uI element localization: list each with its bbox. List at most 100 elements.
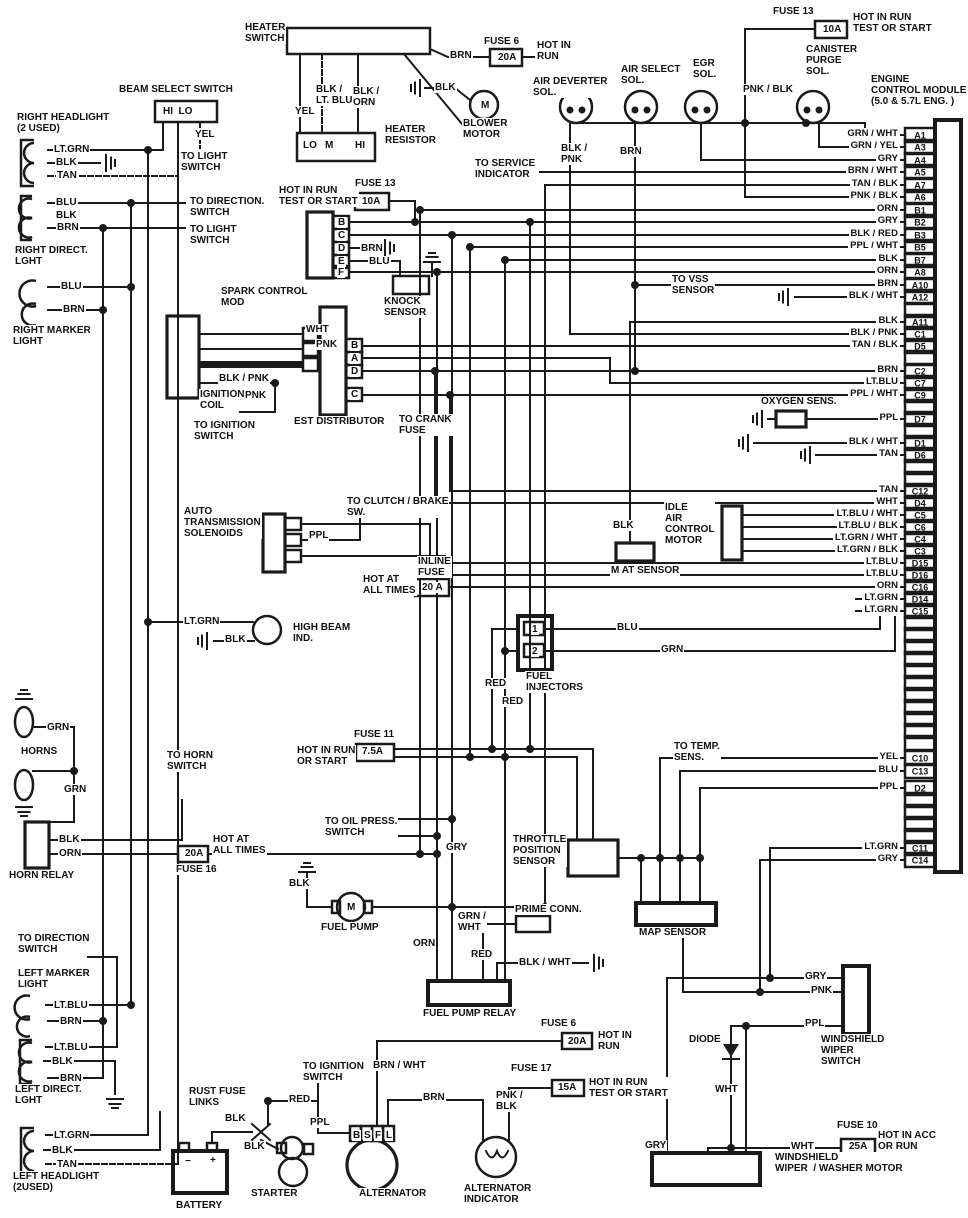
ecm-pin-id: A11 bbox=[912, 318, 928, 328]
ecm-pin-id: D6 bbox=[914, 451, 926, 461]
horn-icon bbox=[13, 705, 35, 739]
ecm-pin-id: C7 bbox=[914, 379, 926, 389]
ecm-pin-id: A12 bbox=[912, 293, 929, 303]
ecm-pin-box bbox=[903, 638, 937, 656]
ecm-pin-id: C16 bbox=[912, 583, 929, 593]
blower-motor-icon bbox=[468, 89, 500, 121]
canister-purge-sol-icon bbox=[795, 89, 831, 125]
fuse-13-top-box bbox=[813, 19, 849, 40]
windshield-wiper-switch-box bbox=[841, 964, 871, 1036]
ecm-pin-id: B7 bbox=[914, 256, 926, 266]
ecm-pin-id: A6 bbox=[914, 193, 926, 203]
heater-switch-box bbox=[285, 26, 432, 56]
ecm-pin-box bbox=[903, 815, 937, 833]
egr-sol-icon bbox=[683, 89, 719, 125]
horn-icon bbox=[13, 768, 35, 802]
left-headlight-icon bbox=[19, 1126, 35, 1176]
map-sensor-box bbox=[634, 901, 718, 927]
horn-relay-box bbox=[23, 820, 51, 870]
junction-dots bbox=[70, 119, 810, 1152]
ecm-pin-box bbox=[903, 698, 937, 716]
starter-solenoid-icon bbox=[279, 1135, 305, 1161]
left-marker-light-icon bbox=[13, 994, 31, 1038]
ecm-pin-box bbox=[903, 422, 937, 440]
ecm-pin-id: C9 bbox=[914, 391, 926, 401]
ecm-pin-box bbox=[903, 650, 937, 668]
ecm-pin-id: D4 bbox=[914, 499, 926, 509]
alternator-indicator-icon bbox=[474, 1135, 518, 1179]
ecm-pin-id: A7 bbox=[914, 181, 926, 191]
ecm-pin-id: D2 bbox=[914, 784, 926, 794]
ecm-pin-id: C1 bbox=[914, 330, 926, 340]
ecm-pin-box bbox=[903, 827, 937, 845]
fuel-pump-icon bbox=[335, 891, 367, 923]
fuse-10-box bbox=[839, 1137, 877, 1158]
ecm-pin-id: C14 bbox=[912, 856, 929, 866]
starter-motor-icon bbox=[277, 1156, 309, 1188]
ecm-pin-id: C12 bbox=[912, 487, 929, 497]
ecm-pin-id: C10 bbox=[912, 754, 929, 764]
ecm-pin-id: D1 bbox=[914, 439, 926, 449]
ecm-pin-id: C5 bbox=[914, 511, 926, 521]
right-headlight-icon bbox=[19, 138, 35, 188]
air-select-sol-icon bbox=[623, 89, 659, 125]
ecm-pin-box bbox=[903, 458, 937, 476]
ecm-pin-id: B3 bbox=[914, 231, 926, 241]
ecm-pin-box bbox=[903, 626, 937, 644]
ecm-pin-id: C11 bbox=[912, 844, 928, 854]
idle-air-control-motor-box bbox=[720, 504, 744, 562]
ecm-pin-column: A1A3A4A5A7A6B1B2B3B5B7A8A10A12A11C1D5C2C… bbox=[855, 126, 937, 869]
throttle-position-sensor-box bbox=[566, 838, 620, 878]
est-distributor-box bbox=[318, 305, 348, 417]
ecm-pin-box bbox=[903, 803, 937, 821]
ecm-body-box bbox=[933, 118, 963, 874]
ignition-coil-box bbox=[165, 314, 201, 400]
fuse-16-box bbox=[176, 844, 210, 864]
ecm-pin-id: D5 bbox=[914, 342, 926, 352]
ecm-pin-box bbox=[903, 722, 937, 740]
ecm-pin-id: A1 bbox=[914, 131, 926, 141]
battery-box bbox=[171, 1149, 229, 1195]
ecm-pin-id: D7 bbox=[914, 415, 926, 425]
fuse-11-box bbox=[354, 742, 396, 763]
mat-sensor-box bbox=[614, 541, 656, 563]
alternator-icon bbox=[345, 1138, 399, 1192]
prime-connector-box bbox=[514, 914, 552, 934]
ecm-pin-box bbox=[903, 686, 937, 704]
spark-control-module-box bbox=[305, 210, 335, 280]
fuel-injectors-box bbox=[516, 614, 554, 672]
oxygen-sensor-box bbox=[774, 409, 808, 429]
ecm-pin-id: D14 bbox=[912, 595, 929, 605]
ecm-pin-id: C15 bbox=[912, 607, 929, 617]
knock-sensor-box bbox=[391, 274, 431, 296]
fuse-6-box bbox=[488, 47, 524, 68]
ecm-pin-box bbox=[903, 398, 937, 416]
ecm-pin-id: C2 bbox=[914, 367, 926, 377]
air-deverter-sol-icon bbox=[558, 89, 594, 125]
ecm-pin-box bbox=[903, 662, 937, 680]
ecm-pin-id: A8 bbox=[914, 268, 926, 278]
fuse-17-box bbox=[550, 1078, 586, 1098]
ecm-pin-id: A5 bbox=[914, 168, 926, 178]
ecm-pin-id: A10 bbox=[912, 281, 929, 291]
ecm-pin-id: C4 bbox=[914, 535, 926, 545]
wiper-washer-motor-box bbox=[650, 1151, 762, 1187]
beam-select-switch-box bbox=[153, 99, 219, 124]
ecm-pin-box bbox=[903, 710, 937, 728]
fuse-13-mid-box bbox=[353, 191, 391, 212]
ecm-pin-id: C6 bbox=[914, 523, 926, 533]
high-beam-indicator-icon bbox=[251, 614, 283, 646]
ecm-pin-id: C3 bbox=[914, 547, 926, 557]
ecm-pin-id: D15 bbox=[912, 559, 929, 569]
ecm-pin-box bbox=[903, 674, 937, 692]
right-marker-light-icon bbox=[18, 279, 37, 327]
ecm-pin-box bbox=[903, 470, 937, 488]
fuel-pump-relay-box bbox=[426, 979, 512, 1007]
ecm-pin-id: D16 bbox=[912, 571, 929, 581]
ecm-pin-id: A3 bbox=[914, 143, 926, 153]
ecm-pin-id: B5 bbox=[914, 243, 926, 253]
fuse-6-bottom-box bbox=[560, 1031, 594, 1051]
ecm-pin-id: A4 bbox=[914, 156, 926, 166]
